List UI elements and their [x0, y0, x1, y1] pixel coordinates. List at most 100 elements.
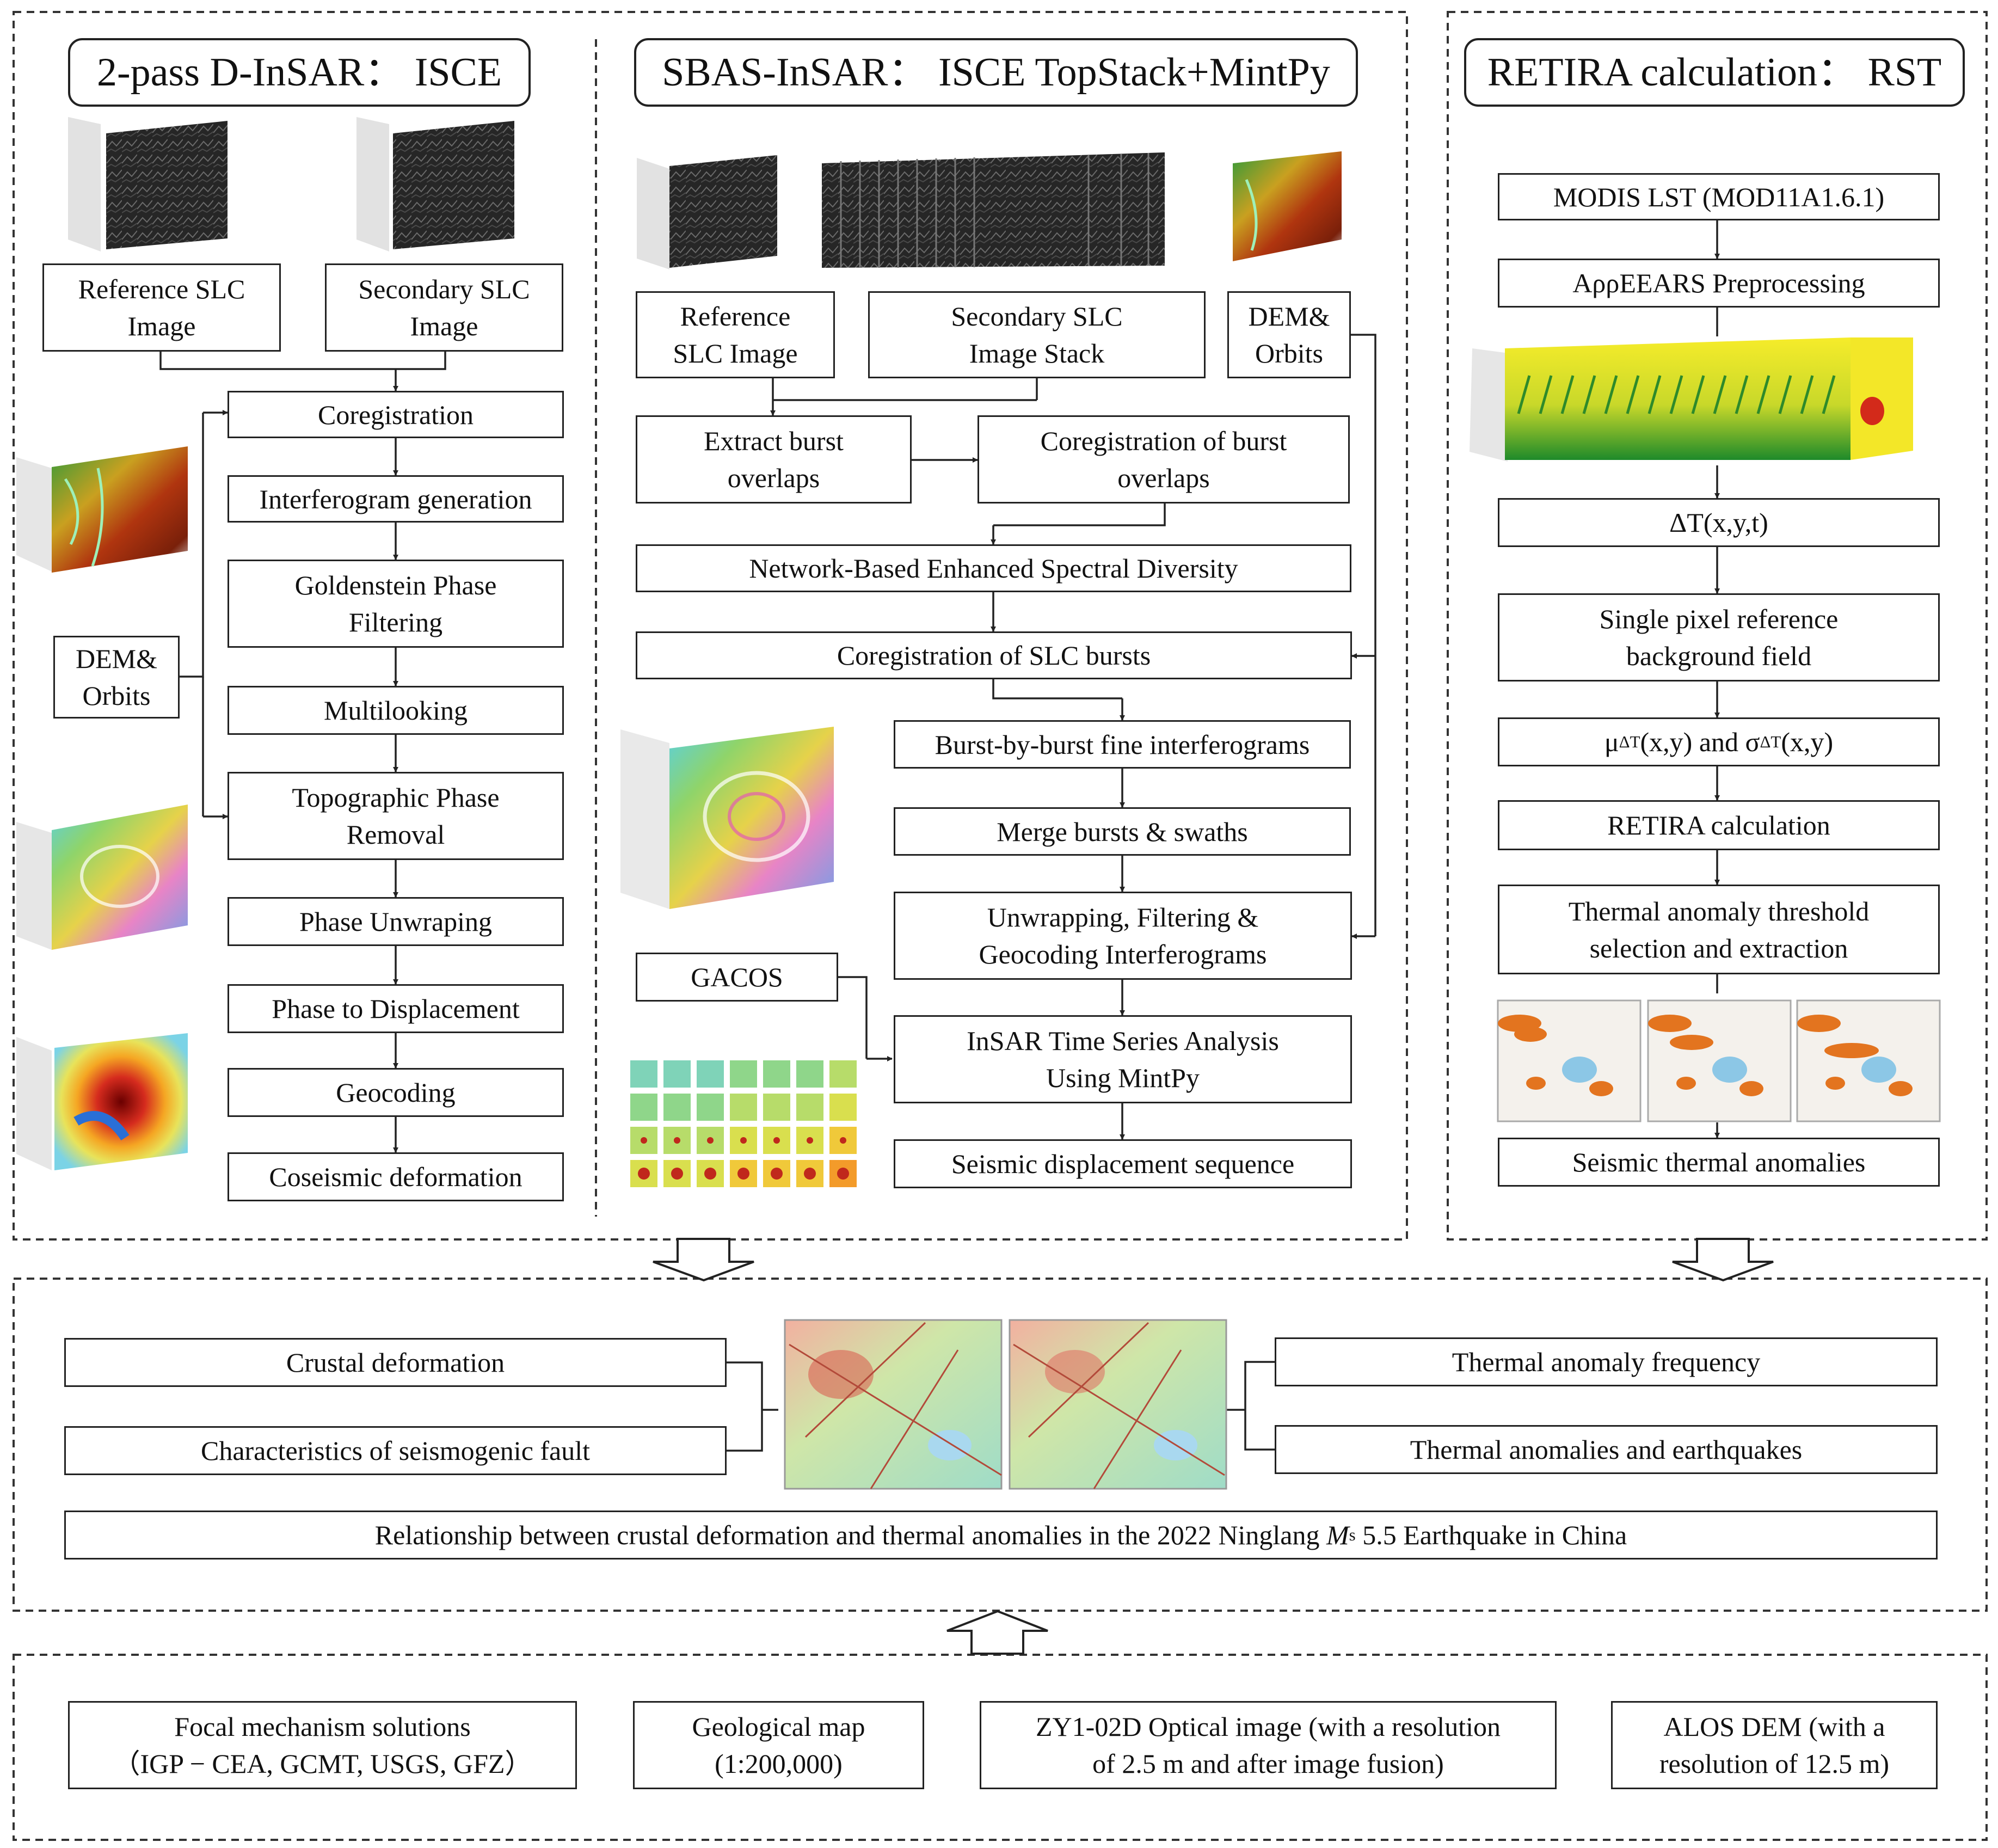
geological-map-box: Geological map (1:200,000) [633, 1701, 924, 1789]
magnitude-subscript: s [1349, 1525, 1356, 1544]
step-goldenstein-filtering: Goldenstein Phase Filtering [228, 560, 564, 648]
time-series-thumb [829, 1060, 857, 1088]
thermal-anomaly-spot [1824, 1043, 1879, 1058]
mu-sigma-end: (x,y) [1781, 727, 1834, 757]
sar-image-icon [356, 117, 514, 251]
thermal-anomaly-spot [1825, 1077, 1845, 1090]
time-series-hotspot [837, 1168, 849, 1180]
time-series-thumb [697, 1094, 724, 1121]
crustal-deformation-box: Crustal deformation [64, 1338, 727, 1387]
anomaly-frequency-box: Thermal anomaly frequency [1275, 1337, 1938, 1386]
thermal-cube-icon [1470, 337, 1913, 462]
time-series-hotspot [638, 1168, 650, 1180]
secondary-slc-box: Secondary SLC Image [325, 263, 563, 352]
time-series-thumb [663, 1094, 691, 1121]
thermal-anomaly-spot [1797, 1015, 1841, 1032]
coreg-burst-overlaps-box: Coregistration of burst overlaps [978, 415, 1350, 504]
time-series-hotspot [804, 1168, 816, 1180]
thermal-anomaly-spot [1648, 1015, 1692, 1032]
time-series-hotspot [674, 1137, 680, 1144]
dem-map-icon [16, 446, 188, 573]
dinsar-title: 2-pass D-InSAR： ISCE [68, 38, 531, 107]
time-series-hotspot [773, 1137, 780, 1144]
retira-frame [1447, 11, 1988, 1241]
optical-image-box: ZY1-02D Optical image (with a resolution… [980, 1701, 1557, 1789]
step-phase-to-displacement: Phase to Displacement [228, 984, 564, 1033]
step-coregistration: Coregistration [228, 391, 564, 438]
step-topographic-removal: Topographic Phase Removal [228, 772, 564, 860]
step-interferogram-generation: Interferogram generation [228, 475, 564, 523]
time-series-thumb [763, 1094, 790, 1121]
step-phase-unwrapping: Phase Unwraping [228, 897, 564, 946]
coreg-slc-bursts-box: Coregistration of SLC bursts [636, 631, 1352, 679]
anomalies-earthquakes-box: Thermal anomalies and earthquakes [1275, 1425, 1938, 1474]
modis-box: MODIS LST (MOD11A1.6.1) [1498, 173, 1940, 220]
sar-stack-icon [822, 152, 1165, 268]
step-multilooking: Multilooking [228, 686, 564, 735]
thermal-anomaly-spot [1889, 1081, 1913, 1096]
time-series-hotspot [771, 1168, 783, 1180]
time-series-hotspot [704, 1168, 716, 1180]
sbas-dem-orbits-box: DEM& Orbits [1227, 291, 1351, 378]
time-series-thumb [829, 1094, 857, 1121]
alos-dem-box: ALOS DEM (with a resolution of 12.5 m) [1611, 1701, 1938, 1789]
lake-shape [1861, 1057, 1896, 1083]
thermal-anomaly-spot [1670, 1035, 1713, 1050]
time-series-hotspot [641, 1137, 647, 1144]
lake-shape [1712, 1057, 1747, 1083]
time-series-hotspot [737, 1168, 749, 1180]
time-series-thumb [630, 1094, 657, 1121]
time-series-thumb [630, 1060, 657, 1088]
time-series-thumb [730, 1094, 757, 1121]
thermal-anomaly-spot [1526, 1077, 1546, 1090]
time-series-thumb [730, 1060, 757, 1088]
time-series-hotspot [671, 1168, 683, 1180]
down-arrow-icon [653, 1238, 754, 1282]
time-series-box: InSAR Time Series Analysis Using MintPy [894, 1015, 1352, 1103]
merge-bursts-box: Merge bursts & swaths [894, 807, 1351, 856]
sbas-title: SBAS-InSAR： ISCE TopStack+MintPy [634, 38, 1358, 107]
retira-calculation-box: RETIRA calculation [1498, 800, 1940, 850]
sar-image-icon [637, 155, 777, 269]
relationship-text-end: 5.5 Earthquake in China [1355, 1520, 1627, 1550]
reference-slc-box: Reference SLC Image [42, 263, 281, 352]
thermal-anomaly-spot [1514, 1027, 1547, 1042]
sbas-reference-slc-box: Reference SLC Image [636, 291, 835, 378]
fine-interferograms-box: Burst-by-burst fine interferograms [894, 720, 1351, 769]
appeears-box: AρρEEARS Preprocessing [1498, 259, 1940, 308]
gacos-box: GACOS [636, 953, 838, 1002]
extract-burst-box: Extract burst overlaps [636, 415, 912, 504]
sbas-secondary-stack-box: Secondary SLC Image Stack [868, 291, 1206, 378]
relationship-text-start: Relationship between crustal deformation… [374, 1520, 1326, 1550]
dinsar-sbas-frame [13, 11, 1408, 1241]
seismogenic-fault-box: Characteristics of seismogenic fault [64, 1426, 727, 1475]
down-arrow-icon [1672, 1238, 1774, 1282]
dem-orbits-box: DEM& Orbits [53, 636, 180, 719]
time-series-hotspot [807, 1137, 813, 1144]
sar-image-icon [68, 117, 228, 251]
time-series-thumb [763, 1060, 790, 1088]
time-series-hotspot [840, 1137, 846, 1144]
threshold-box: Thermal anomaly threshold selection and … [1498, 885, 1940, 974]
time-series-thumb [796, 1094, 823, 1121]
background-field-box: Single pixel reference background field [1498, 593, 1940, 682]
sigma-subscript: ΔT [1760, 732, 1781, 751]
thermal-map-group [1497, 999, 1941, 1122]
time-series-hotspot [740, 1137, 747, 1144]
relationship-box: Relationship between crustal deformation… [64, 1511, 1938, 1560]
step-geocoding: Geocoding [228, 1068, 564, 1117]
time-series-grid-icon [630, 1060, 857, 1187]
mu-subscript: ΔT [1619, 732, 1640, 751]
retira-title: RETIRA calculation： RST [1464, 38, 1965, 107]
nesd-box: Network-Based Enhanced Spectral Diversit… [636, 544, 1351, 592]
unwrapping-box: Unwrapping, Filtering & Geocoding Interf… [894, 892, 1352, 980]
thermal-anomaly-spot [1676, 1077, 1696, 1090]
time-series-thumb [796, 1060, 823, 1088]
time-series-hotspot [707, 1137, 714, 1144]
dem-map-icon [1233, 151, 1342, 261]
time-series-thumb [663, 1060, 691, 1088]
interferogram-icon [16, 805, 188, 950]
